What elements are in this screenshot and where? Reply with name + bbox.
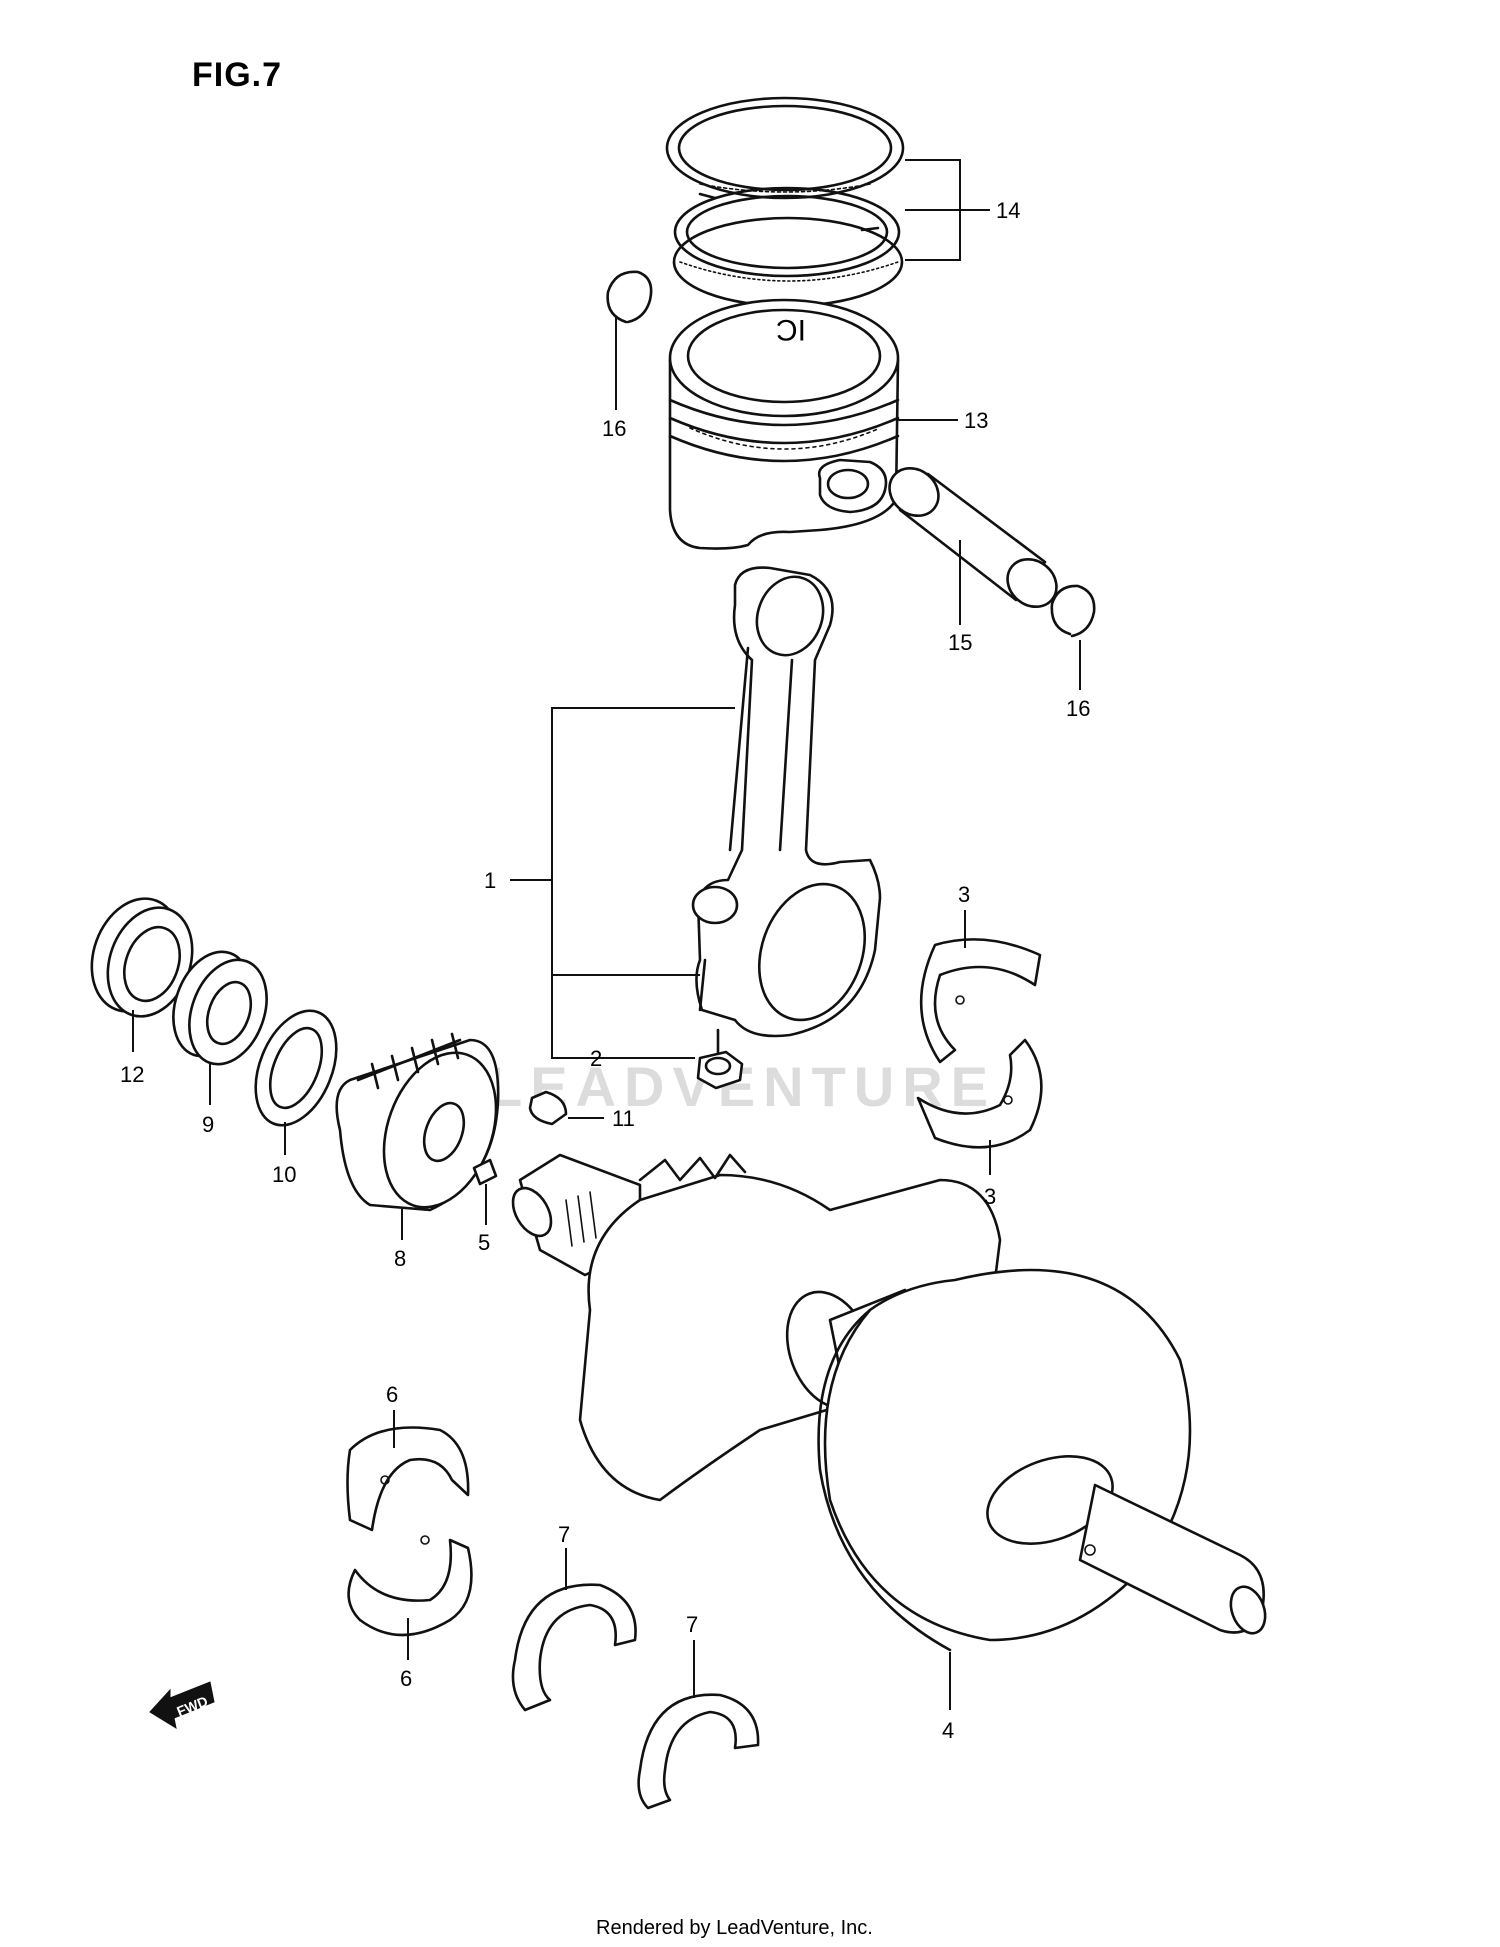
primary-drive-gear bbox=[335, 1032, 500, 1212]
footer-credit: Rendered by LeadVenture, Inc. bbox=[596, 1917, 873, 1939]
callout-12: 12 bbox=[120, 1062, 144, 1087]
callout-8: 8 bbox=[394, 1246, 406, 1271]
callout-15: 15 bbox=[948, 630, 972, 655]
figure-title: FIG.7 bbox=[192, 56, 282, 94]
callout-9: 9 bbox=[202, 1112, 214, 1137]
fwd-arrow-icon: FWD bbox=[149, 1681, 215, 1730]
piston-pin bbox=[888, 466, 1058, 609]
spacer bbox=[172, 950, 268, 1066]
callout-3-lower: 3 bbox=[984, 1184, 996, 1209]
callout-5: 5 bbox=[478, 1230, 490, 1255]
callout-4: 4 bbox=[942, 1718, 954, 1743]
circlip-right bbox=[1050, 584, 1096, 638]
callout-11: 11 bbox=[612, 1106, 635, 1131]
thrust-washer-a bbox=[511, 1583, 637, 1712]
callout-10: 10 bbox=[272, 1162, 296, 1187]
conrod-bearing-lower bbox=[916, 1038, 1043, 1149]
conrod-bearing-upper bbox=[919, 938, 1042, 1064]
callouts: 14 13 16 15 16 1 2 3 3 12 9 10 8 11 5 6 … bbox=[120, 198, 1090, 1743]
connecting-rod bbox=[691, 566, 882, 1060]
crankshaft bbox=[511, 1153, 1267, 1652]
main-bearing-upper bbox=[346, 1426, 470, 1532]
piston: IC bbox=[668, 298, 900, 550]
callout-1: 1 bbox=[484, 868, 496, 893]
thrust-washer-b bbox=[637, 1693, 760, 1810]
callout-2: 2 bbox=[590, 1046, 602, 1071]
callout-6-lower: 6 bbox=[400, 1666, 412, 1691]
leader-lines bbox=[132, 159, 1081, 1710]
callout-14: 14 bbox=[996, 198, 1020, 223]
callout-7b: 7 bbox=[686, 1612, 698, 1637]
piston-rings bbox=[665, 96, 905, 308]
circlip-left bbox=[606, 270, 653, 324]
thrust-washer bbox=[254, 1009, 338, 1127]
woodruff-key bbox=[528, 1090, 568, 1126]
dowel-pin bbox=[472, 1158, 498, 1186]
piston-crown-mark: IC bbox=[776, 313, 806, 346]
callout-16-left: 16 bbox=[602, 416, 626, 441]
rod-nut bbox=[696, 1050, 744, 1090]
callout-7a: 7 bbox=[558, 1522, 570, 1547]
callout-13: 13 bbox=[964, 408, 988, 433]
callout-3-upper: 3 bbox=[958, 882, 970, 907]
callout-6-upper: 6 bbox=[386, 1382, 398, 1407]
main-bearing-lower bbox=[347, 1535, 473, 1637]
callout-16-right: 16 bbox=[1066, 696, 1090, 721]
oil-seal bbox=[90, 897, 194, 1018]
